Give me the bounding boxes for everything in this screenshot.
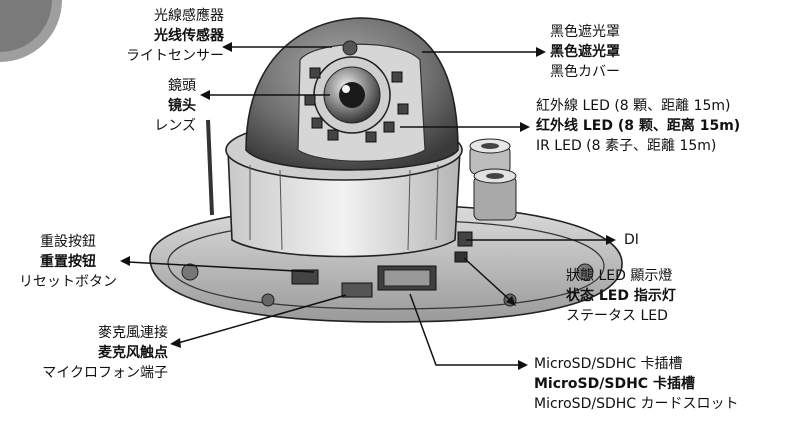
label-microsd-ja: MicroSD/SDHC カードスロット [534,396,739,412]
label-di-text: DI [624,232,639,248]
label-microsd-zh-tw: MicroSD/SDHC 卡插槽 [534,356,683,372]
label-status-zh-cn: 状态 LED 指示灯 [566,288,676,304]
label-mic-ja: マイクロフォン端子 [42,365,168,381]
label-cover-ja: 黑色カバー [550,64,620,80]
arrowheads [120,42,616,370]
label-microsd-zh-cn: MicroSD/SDHC 卡插槽 [534,376,695,392]
label-microsd-slot: MicroSD/SDHC 卡插槽 MicroSD/SDHC 卡插槽 MicroS… [534,354,774,414]
corner-badge [0,0,62,62]
label-lens-zh-cn: 镜头 [168,98,196,114]
ground-wire [206,119,214,216]
label-cover-zh-cn: 黑色遮光罩 [550,44,620,60]
label-mic-zh-tw: 麥克風連接 [98,325,168,341]
label-reset-button: 重設按鈕 重置按钮 リセットボタン [6,232,130,292]
label-ir-en: IR LED (8 素子、距離 15m) [536,138,717,154]
label-lens-zh-tw: 鏡頭 [168,78,196,94]
label-lens: 鏡頭 镜头 レンズ [100,76,196,136]
label-light-sensor: 光線感應器 光线传感器 ライトセンサー [40,6,224,66]
label-black-cover: 黑色遮光罩 黑色遮光罩 黑色カバー [550,22,670,82]
label-mic-zh-cn: 麦克风触点 [98,345,168,361]
label-di: DI [624,230,664,250]
label-reset-zh-cn: 重置按钮 [40,254,96,270]
cable-glands [469,138,517,221]
label-light-sensor-zh-tw: 光線感應器 [154,8,224,24]
label-ir-zh-tw: 紅外線 LED (8 顆、距離 15m) [536,98,731,114]
ir-leds [304,67,409,143]
label-ir-zh-cn: 红外线 LED (8 颗、距离 15m) [536,118,741,134]
label-status-ja: ステータス LED [566,308,668,324]
leader-lines [127,46,608,366]
label-status-led: 狀態 LED 顯示燈 状态 LED 指示灯 ステータス LED [566,266,736,326]
label-light-sensor-ja: ライトセンサー [126,48,224,64]
label-reset-ja: リセットボタン [19,274,117,290]
label-microphone: 麥克風連接 麦克风触点 マイクロフォン端子 [20,323,168,383]
label-light-sensor-zh-cn: 光线传感器 [154,28,224,44]
light-sensor [342,40,358,56]
label-cover-zh-tw: 黑色遮光罩 [550,24,620,40]
lens-assembly [313,56,391,134]
label-reset-zh-tw: 重設按鈕 [40,234,96,250]
label-status-zh-tw: 狀態 LED 顯示燈 [566,268,673,284]
label-lens-ja: レンズ [154,118,196,134]
label-ir-led: 紅外線 LED (8 顆、距離 15m) 红外线 LED (8 颗、距离 15m… [536,96,776,156]
